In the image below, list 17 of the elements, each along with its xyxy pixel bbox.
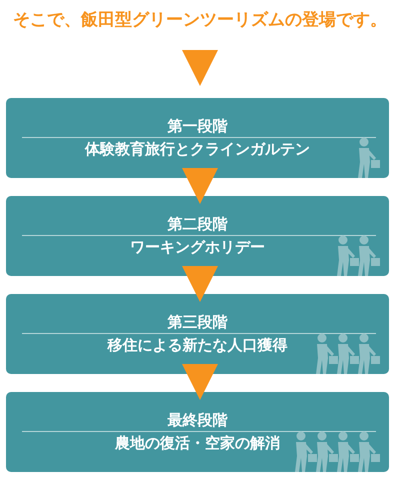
stage-box xyxy=(6,98,389,178)
stage-description: 体験教育旅行とクラインガルテン xyxy=(85,140,310,158)
stage-description: ワーキングホリデー xyxy=(130,238,265,256)
stage-heading: 第三段階 xyxy=(168,313,228,331)
arrow xyxy=(182,48,218,86)
arrow xyxy=(182,168,218,204)
title: そこで、飯田型グリーンツーリズムの登場です。 xyxy=(12,9,388,31)
arrow xyxy=(182,364,218,400)
arrow xyxy=(182,266,218,302)
stage-description: 移住による新たな人口獲得 xyxy=(108,336,288,354)
stage-box xyxy=(6,196,389,276)
stage-box xyxy=(6,392,389,472)
stage-heading: 第一段階 xyxy=(168,117,228,135)
stage-heading: 最終段階 xyxy=(168,411,228,429)
stage-description: 農地の復活・空家の解消 xyxy=(115,434,280,452)
stage-box xyxy=(6,294,389,374)
stage-heading: 第二段階 xyxy=(168,215,228,233)
